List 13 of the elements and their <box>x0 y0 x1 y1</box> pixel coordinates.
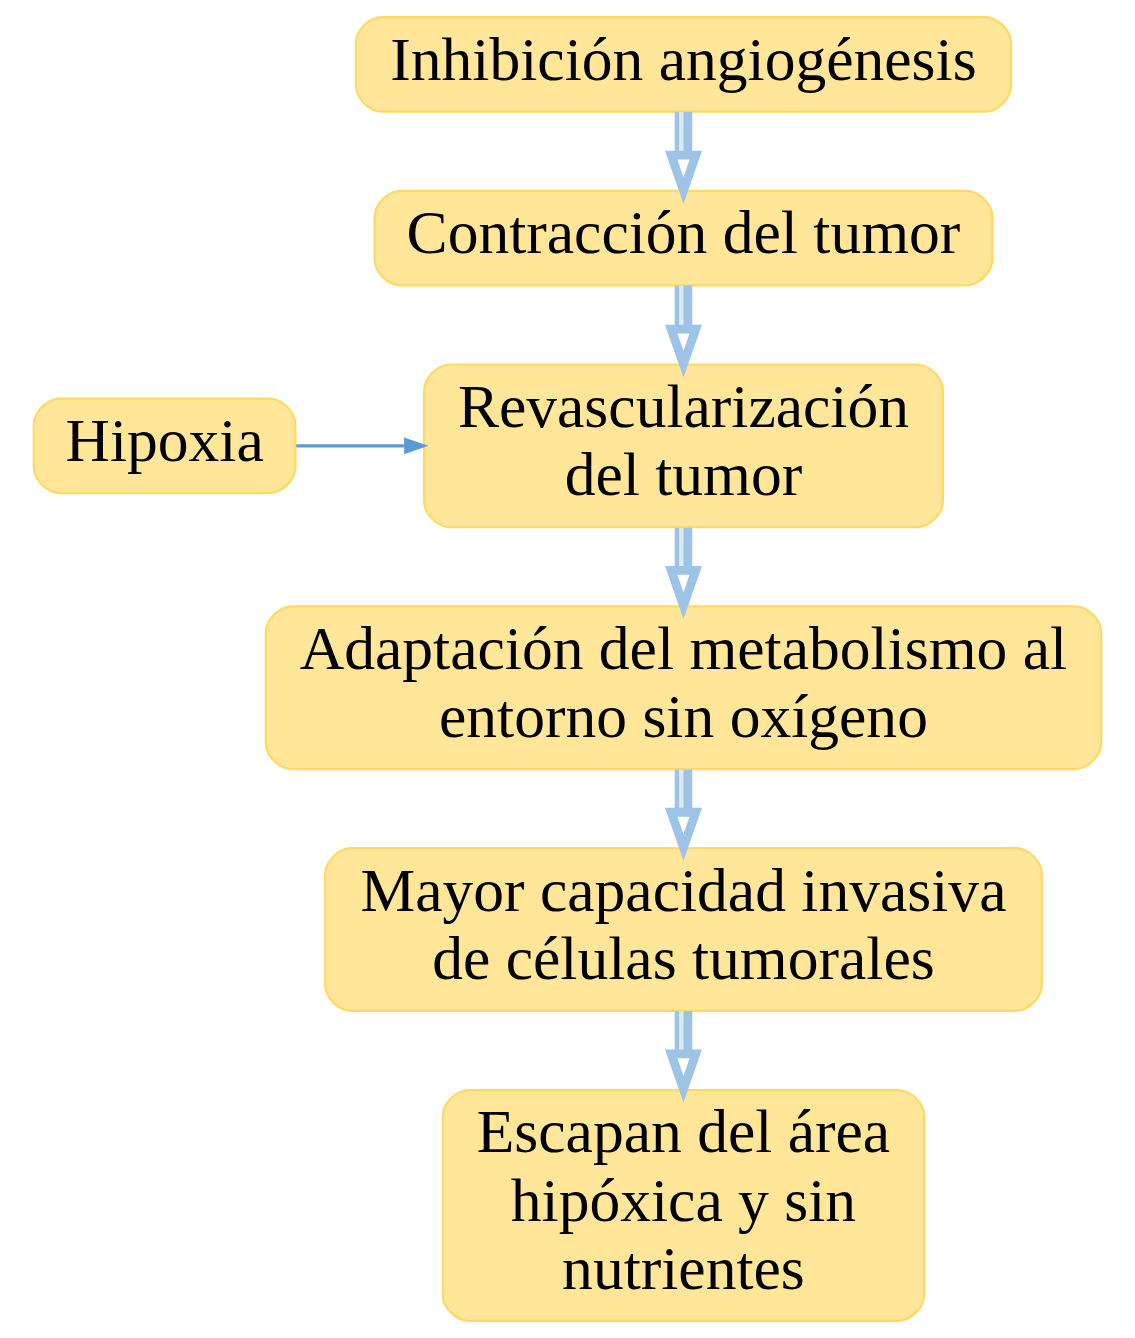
node-box: Hipoxia <box>32 397 297 495</box>
node-box: Inhibición angiogénesis <box>354 16 1013 113</box>
arrow <box>664 1011 702 1103</box>
arrow <box>664 111 702 204</box>
node-box: Adaptación del metabolismo al entorno sin oxígeno <box>264 605 1103 771</box>
node-box: Revascularización del tumor <box>422 363 944 529</box>
arrow <box>664 285 702 378</box>
arrow <box>664 527 702 619</box>
node-box: Mayor capacidad invasiva de células tumorales <box>324 847 1043 1012</box>
node-box: Escapan del área hipóxica y sin nutrientes <box>441 1088 926 1322</box>
arrow <box>664 769 702 861</box>
node-box: Contracción del tumor <box>373 189 994 287</box>
arrow <box>296 437 429 455</box>
